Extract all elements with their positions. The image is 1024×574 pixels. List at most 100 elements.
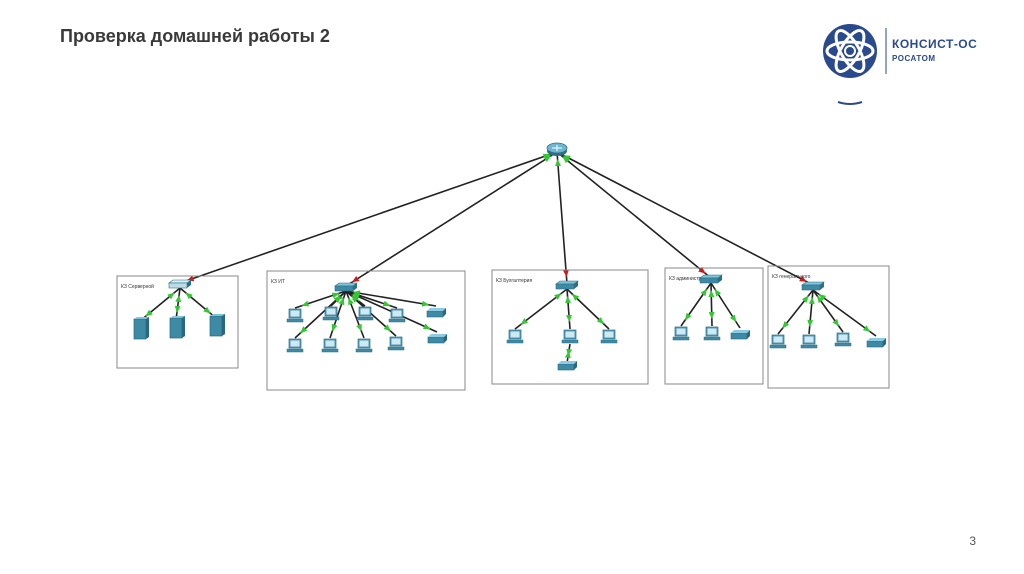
- pc-icon[interactable]: [356, 306, 374, 321]
- zone-label: КЗ администр: [669, 276, 702, 282]
- link-status-marker: [685, 312, 692, 321]
- link-status-marker: [203, 306, 211, 314]
- zone-label: КЗ генерального: [772, 274, 811, 280]
- link-status-marker: [572, 293, 580, 301]
- link-status-marker: [799, 275, 807, 282]
- printer-icon[interactable]: [557, 361, 577, 371]
- pc-icon[interactable]: [388, 308, 406, 323]
- link-status-marker: [520, 318, 528, 325]
- logo-brand: РОСАТОМ: [892, 54, 936, 63]
- switch-icon[interactable]: [801, 281, 825, 291]
- link-status-marker: [348, 297, 354, 306]
- link-status-marker: [698, 266, 706, 274]
- atom-icon: [823, 24, 887, 105]
- printer-icon[interactable]: [426, 308, 446, 318]
- link-status-marker: [185, 292, 193, 300]
- logo-company-name: КОНСИСТ-ОС: [892, 37, 978, 51]
- printer-icon[interactable]: [427, 334, 447, 344]
- link-status-marker: [700, 288, 707, 297]
- link-status-marker: [351, 275, 360, 283]
- link-status-marker: [562, 269, 569, 278]
- router-icon[interactable]: [546, 142, 568, 156]
- pc-icon[interactable]: [322, 306, 340, 321]
- pc-icon[interactable]: [286, 338, 304, 353]
- link-status-marker: [801, 295, 809, 303]
- link-status-marker: [817, 295, 824, 304]
- page-number: 3: [969, 534, 976, 548]
- link-status-marker: [832, 318, 839, 327]
- link-status-marker: [382, 300, 391, 307]
- link-status-marker: [807, 319, 814, 328]
- zone-box: КЗ Серверной: [116, 275, 239, 369]
- pc-icon[interactable]: [800, 334, 818, 349]
- pc-icon[interactable]: [286, 308, 304, 323]
- link-status-marker: [383, 324, 391, 332]
- link-status-marker: [421, 300, 430, 307]
- switch-icon[interactable]: [555, 280, 579, 290]
- link-status-marker: [782, 321, 790, 329]
- pc-icon[interactable]: [672, 326, 690, 341]
- pc-icon[interactable]: [600, 329, 618, 344]
- server-icon[interactable]: [209, 314, 225, 337]
- link-cable: [556, 151, 568, 285]
- link-cable: [566, 288, 571, 330]
- link-status-marker: [300, 326, 308, 334]
- link-cable: [175, 287, 181, 321]
- server-icon[interactable]: [133, 317, 149, 340]
- pc-icon[interactable]: [769, 334, 787, 349]
- zone-box: КЗ администр: [664, 267, 764, 385]
- link-status-marker: [808, 296, 815, 305]
- link-cable: [710, 282, 713, 327]
- link-status-marker: [331, 292, 340, 299]
- link-cable: [556, 151, 712, 279]
- link-status-marker: [714, 288, 722, 297]
- server-icon[interactable]: [169, 316, 185, 339]
- printer-icon[interactable]: [730, 330, 750, 340]
- link-status-marker: [175, 294, 182, 303]
- link-status-marker: [566, 348, 573, 357]
- zone-box: КЗ ИТ: [266, 270, 466, 391]
- switch-icon[interactable]: [168, 279, 192, 289]
- link-status-marker: [145, 309, 153, 317]
- zone-box: КЗ генерального: [767, 265, 890, 389]
- pc-icon[interactable]: [355, 338, 373, 353]
- link-status-marker: [333, 295, 341, 303]
- link-status-marker: [174, 305, 181, 314]
- link-status-marker: [301, 300, 310, 307]
- link-cable: [345, 290, 437, 307]
- switch-icon[interactable]: [334, 282, 358, 292]
- link-status-marker: [818, 294, 827, 301]
- link-cable: [179, 151, 558, 284]
- link-status-marker: [543, 155, 552, 163]
- pc-icon[interactable]: [561, 329, 579, 344]
- switch-icon[interactable]: [699, 274, 723, 284]
- printer-icon[interactable]: [866, 338, 886, 348]
- link-status-marker: [423, 323, 431, 330]
- link-status-marker: [351, 295, 359, 303]
- link-status-marker: [338, 297, 345, 306]
- link-status-marker: [708, 311, 715, 320]
- pc-icon[interactable]: [506, 329, 524, 344]
- link-status-marker: [356, 323, 362, 332]
- pc-icon[interactable]: [834, 332, 852, 347]
- link-status-marker: [565, 314, 572, 323]
- link-status-marker: [352, 293, 360, 300]
- link-status-marker: [167, 292, 175, 300]
- link-status-marker: [596, 317, 604, 325]
- slide-title: Проверка домашней работы 2: [60, 26, 330, 46]
- nodes-layer: [133, 142, 886, 371]
- zone-box: КЗ Бухгалтерия: [491, 269, 649, 385]
- pc-icon[interactable]: [387, 336, 405, 351]
- pc-icon[interactable]: [703, 326, 721, 341]
- link-status-marker: [708, 289, 715, 298]
- link-status-marker: [555, 158, 562, 167]
- link-cable: [556, 151, 814, 286]
- links-layer: [139, 151, 877, 364]
- pc-icon[interactable]: [321, 338, 339, 353]
- zone-label: КЗ Серверной: [121, 283, 154, 290]
- link-status-marker: [563, 155, 571, 162]
- link-cable: [808, 289, 814, 335]
- link-status-marker: [331, 323, 338, 332]
- rosatom-logo: КОНСИСТ-ОС РОСАТОМ: [820, 22, 1010, 112]
- link-status-marker: [729, 314, 737, 323]
